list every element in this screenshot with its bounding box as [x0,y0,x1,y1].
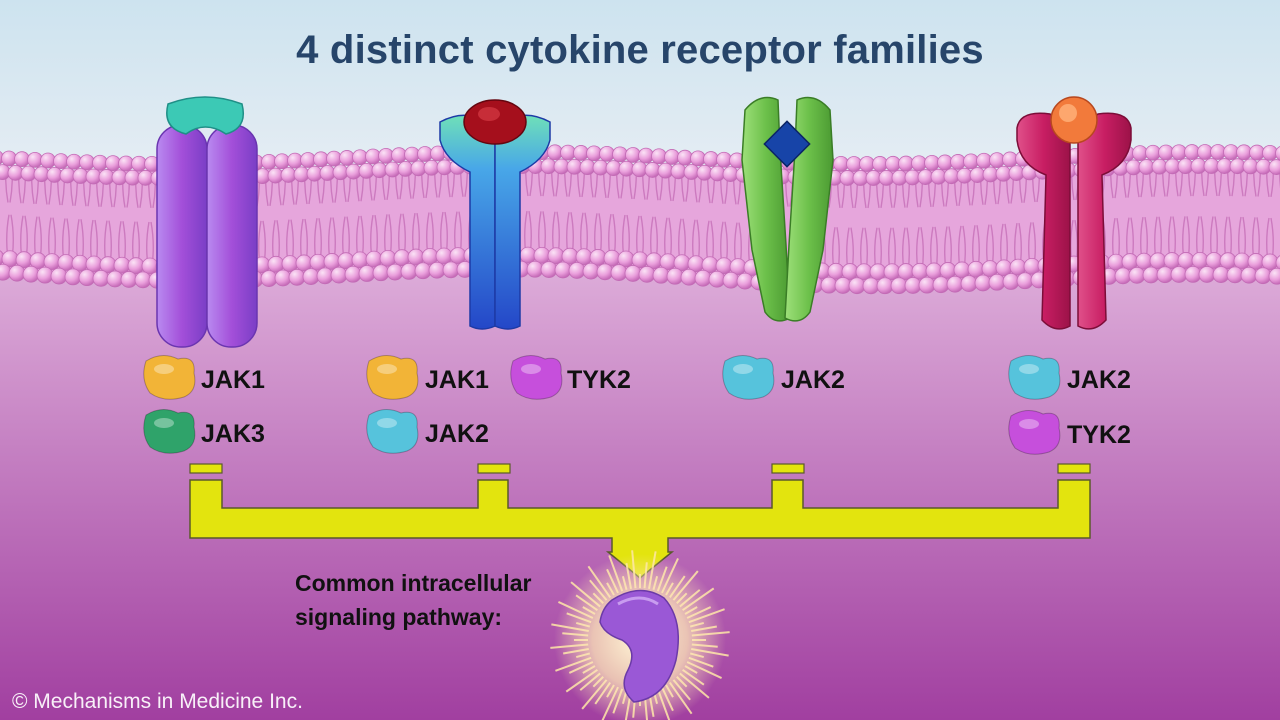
page-title: 4 distinct cytokine receptor families [296,28,984,72]
kinase-jak2-icon [366,409,419,454]
receptor-family-4 [1016,96,1132,330]
kinase-tyk2-icon [1008,410,1061,455]
kinase-jak1-icon [366,355,419,400]
ligand [463,99,527,145]
kinase-jak2-icon [1008,355,1061,400]
signaling-effector [550,550,730,720]
ligand [166,96,244,135]
kinase-label: JAK2 [781,366,845,394]
pathway-label: Common intracellular signaling pathway: [295,566,595,634]
kinase-label: TYK2 [1067,421,1131,449]
kinase-jak2-icon [722,355,775,400]
receptor-family-3 [741,96,834,322]
kinase-jak3-icon [143,409,196,454]
convergence-bracket [189,463,1091,579]
ligand [763,120,811,168]
copyright-credit: © Mechanisms in Medicine Inc. [12,690,303,713]
receptor-family-2 [439,99,551,330]
pathway-label-line: signaling pathway: [295,604,503,630]
kinase-jak1-icon [143,355,196,400]
kinase-label: JAK3 [201,420,265,448]
kinase-tyk2-icon [510,355,563,400]
kinase-label: JAK1 [201,366,265,394]
pathway-label-line: Common intracellular [295,570,532,596]
kinase-label: JAK2 [425,420,489,448]
kinase-label: TYK2 [567,366,631,394]
kinase-label: JAK2 [1067,366,1131,394]
ligand [1050,96,1098,144]
kinase-label: JAK1 [425,366,489,394]
receptor-family-1 [156,96,258,348]
